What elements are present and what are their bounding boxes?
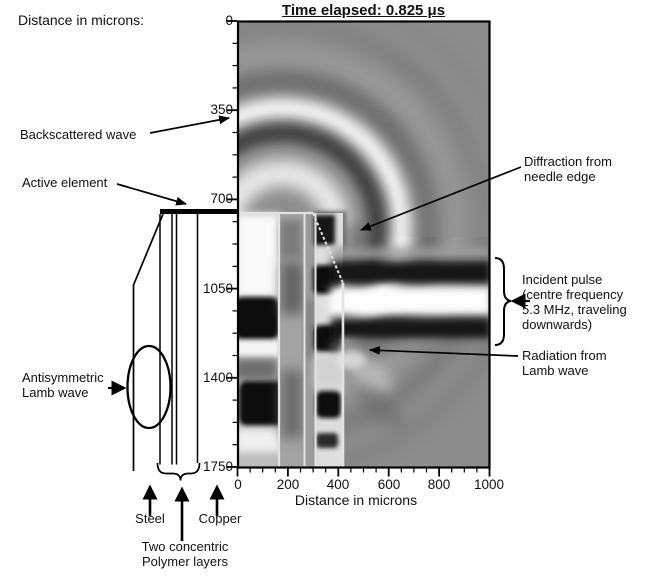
needle-interior-field bbox=[239, 211, 372, 467]
lamb-wave-ellipse bbox=[126, 344, 172, 430]
x-tick-600: 600 bbox=[377, 477, 401, 492]
antisymmetric-label: Antisymmetric Lamb wave bbox=[22, 370, 104, 400]
x-tick-1000: 1000 bbox=[473, 477, 505, 492]
y-tick-1400: 1400 bbox=[202, 370, 233, 385]
polymer-label: Two concentric Polymer layers bbox=[141, 539, 229, 569]
incident-pulse-brace bbox=[494, 257, 512, 346]
left-axis-caption: Distance in microns: bbox=[18, 12, 145, 28]
needle-schematic bbox=[126, 209, 239, 481]
active-element-label: Active element bbox=[22, 175, 108, 190]
y-tick-1750: 1750 bbox=[202, 459, 233, 474]
diffraction-arrow bbox=[359, 166, 522, 231]
x-tick-200: 200 bbox=[276, 477, 300, 492]
diffraction-label: Diffraction from needle edge bbox=[524, 154, 612, 184]
polymer-brace bbox=[156, 462, 201, 481]
active-element-arrow bbox=[116, 183, 188, 206]
radiation-label: Radiation from Lamb wave bbox=[522, 348, 607, 378]
plot-title: Time elapsed: 0.825 μs bbox=[281, 2, 446, 19]
x-axis-label: Distance in microns bbox=[294, 492, 418, 508]
copper-label: Copper bbox=[198, 511, 242, 526]
x-tick-800: 800 bbox=[427, 477, 451, 492]
y-tick-350: 350 bbox=[210, 102, 233, 117]
annotation-arrows bbox=[108, 115, 530, 541]
wavefield-image bbox=[239, 22, 489, 467]
active-element-bar bbox=[160, 209, 239, 214]
incident-pulse-label: Incident pulse (centre frequency 5.3 MHz… bbox=[522, 272, 627, 332]
steel-label: Steel bbox=[135, 511, 165, 526]
needle-outline-overlay bbox=[239, 211, 345, 467]
y-tick-1050: 1050 bbox=[202, 281, 233, 296]
lamb-radiation-field bbox=[338, 351, 406, 431]
backscattered-label: Backscattered wave bbox=[20, 127, 137, 142]
x-tick-400: 400 bbox=[326, 477, 350, 492]
incident-pulse-field bbox=[330, 247, 489, 353]
radiation-arrow bbox=[368, 346, 519, 357]
y-tick-700: 700 bbox=[210, 191, 233, 206]
y-tick-0: 0 bbox=[225, 13, 233, 28]
axis-ticks bbox=[226, 20, 491, 477]
x-tick-0: 0 bbox=[234, 477, 242, 492]
backscattered-arrow bbox=[149, 115, 231, 134]
